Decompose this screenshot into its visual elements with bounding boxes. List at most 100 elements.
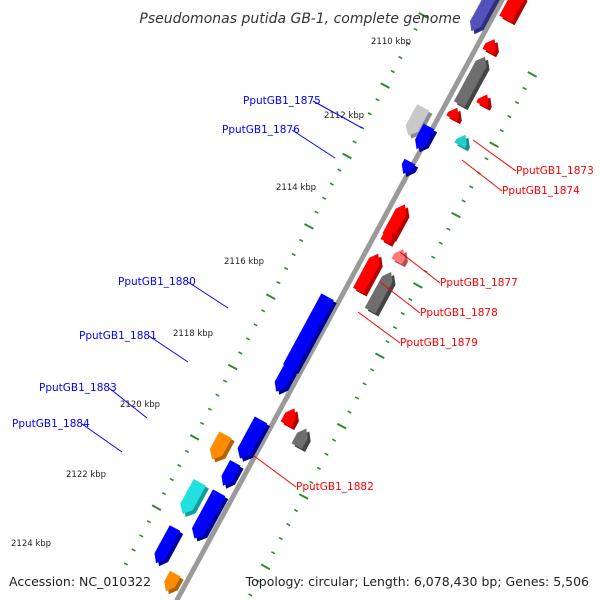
gene-feature xyxy=(180,479,209,517)
gene-label: PputGB1_1884 xyxy=(12,418,90,430)
gene-feature xyxy=(453,56,490,111)
gene-feature-body xyxy=(154,542,171,564)
minor-tick xyxy=(200,421,205,426)
gene-label: PputGB1_1875 xyxy=(243,95,321,107)
minor-tick xyxy=(499,128,504,133)
major-tick xyxy=(298,493,309,500)
minor-tick xyxy=(362,382,367,386)
tick-label: 2116 kbp xyxy=(224,257,264,267)
gene-feature-body xyxy=(446,107,459,122)
minor-tick xyxy=(261,309,266,313)
gene-label-leader xyxy=(108,387,148,419)
minor-tick xyxy=(400,311,405,316)
minor-tick xyxy=(413,27,418,32)
gene-feature-body xyxy=(380,229,393,244)
minor-tick xyxy=(314,210,319,214)
minor-tick xyxy=(392,325,398,330)
gene-feature xyxy=(405,104,433,139)
gene-feature-body xyxy=(221,460,241,486)
major-tick xyxy=(260,563,271,571)
minor-tick xyxy=(514,100,520,105)
tick-label: 2120 kbp xyxy=(120,400,160,410)
gene-feature-body xyxy=(164,570,181,592)
gene-feature xyxy=(353,253,383,297)
gene-feature xyxy=(154,542,174,567)
minor-tick xyxy=(375,98,380,102)
gene-feature-body xyxy=(476,94,489,108)
minor-tick xyxy=(184,449,190,454)
gene-label: PputGB1_1876 xyxy=(222,124,300,136)
gene-feature-body xyxy=(364,272,393,314)
gene-feature-body xyxy=(280,408,296,428)
gene-label-leader xyxy=(291,129,336,159)
minor-tick xyxy=(215,393,220,397)
major-tick xyxy=(380,82,390,89)
major-tick xyxy=(374,352,385,359)
minor-tick xyxy=(293,508,299,513)
major-tick xyxy=(418,12,429,19)
minor-tick xyxy=(331,438,337,442)
gene-feature-body xyxy=(192,489,226,539)
major-tick xyxy=(489,141,499,148)
gene-feature-body xyxy=(453,56,487,108)
minor-tick xyxy=(238,351,243,355)
gene-feature xyxy=(380,229,396,247)
tick-label: 2122 kbp xyxy=(66,470,106,480)
gene-feature xyxy=(446,107,462,125)
minor-tick xyxy=(347,410,352,414)
minor-tick xyxy=(169,477,174,482)
gene-feature xyxy=(470,0,500,35)
gene-label-leader xyxy=(357,311,401,344)
topology-text: Topology: circular; Length: 6,078,430 bp… xyxy=(245,574,589,589)
gene-label: PputGB1_1881 xyxy=(79,330,157,342)
gene-feature xyxy=(499,0,528,26)
minor-tick xyxy=(322,196,327,200)
minor-tick xyxy=(469,185,474,189)
minor-tick xyxy=(324,452,329,456)
major-tick xyxy=(265,293,276,300)
gene-feature-body xyxy=(454,134,467,149)
genome-backbone xyxy=(174,0,505,600)
gene-label-leader xyxy=(187,281,229,309)
minor-tick xyxy=(207,407,212,411)
minor-tick xyxy=(367,112,372,116)
minor-tick xyxy=(408,297,413,302)
gene-feature-body xyxy=(274,366,294,392)
minor-tick xyxy=(271,551,276,555)
minor-tick xyxy=(283,266,289,271)
gene-feature xyxy=(237,416,271,462)
minor-tick xyxy=(245,337,251,341)
gene-feature xyxy=(280,408,299,431)
tick-label: 2110 kbp xyxy=(371,37,411,47)
major-tick xyxy=(151,504,162,511)
minor-tick xyxy=(405,41,411,46)
minor-tick xyxy=(438,241,443,245)
tick-label: 2112 kbp xyxy=(324,111,364,121)
gene-feature-body xyxy=(405,104,430,136)
minor-tick xyxy=(276,280,281,285)
major-tick xyxy=(304,223,314,230)
minor-tick xyxy=(255,579,260,583)
gene-label: PputGB1_1874 xyxy=(502,185,580,197)
gene-feature-body xyxy=(391,249,405,265)
gene-label-leader xyxy=(461,159,503,192)
minor-tick xyxy=(507,114,512,119)
minor-tick xyxy=(316,466,321,470)
minor-tick xyxy=(329,182,334,186)
gene-feature xyxy=(209,431,235,463)
minor-tick xyxy=(278,536,283,541)
tick-label: 2114 kbp xyxy=(276,183,316,193)
minor-tick xyxy=(398,55,403,60)
major-tick xyxy=(527,71,538,78)
gene-feature xyxy=(482,39,499,58)
gene-feature-body xyxy=(499,0,524,23)
minor-tick xyxy=(161,491,167,496)
gene-feature xyxy=(391,249,408,268)
gene-feature xyxy=(221,460,244,489)
gene-feature xyxy=(274,366,297,395)
minor-tick xyxy=(352,140,357,144)
gene-label: PputGB1_1879 xyxy=(400,337,478,349)
minor-tick xyxy=(146,520,151,524)
